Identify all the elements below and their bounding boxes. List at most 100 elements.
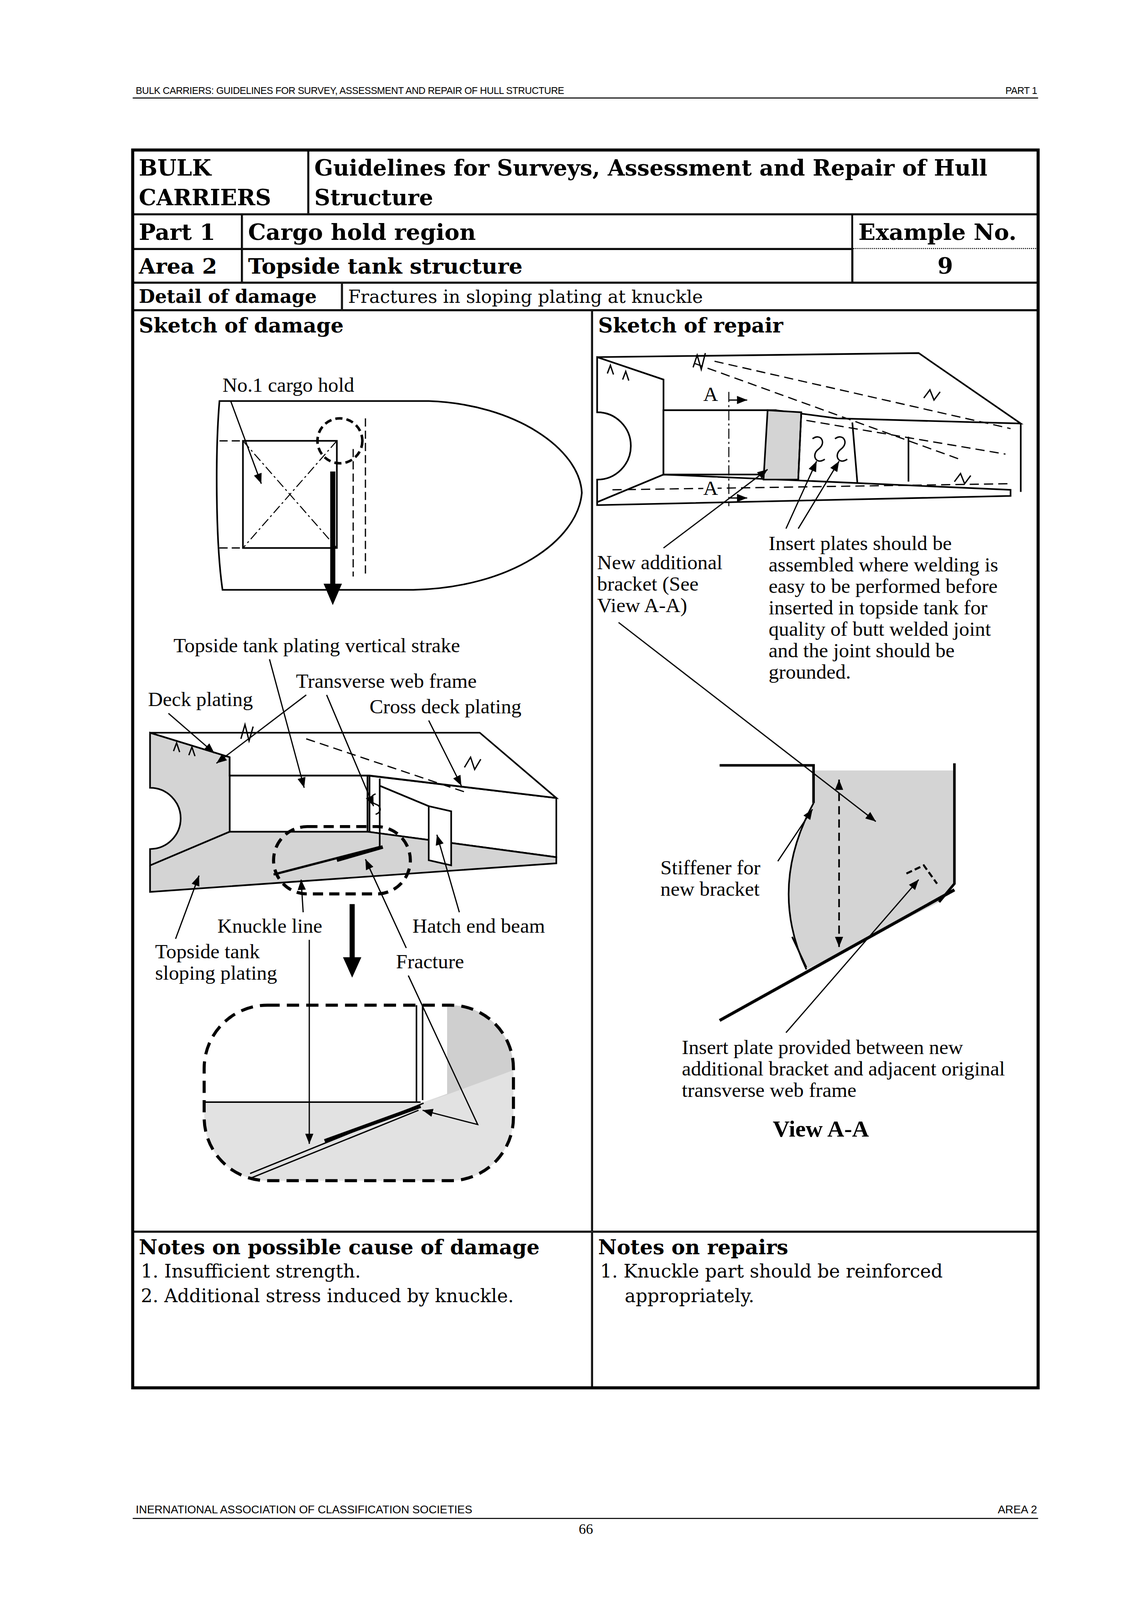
callout-label: Knuckle line bbox=[217, 915, 323, 938]
cell-text: 1. Knuckle part should be reinforced app… bbox=[598, 1259, 1032, 1309]
cell-text: Area 2 bbox=[138, 252, 236, 282]
sketch-path bbox=[788, 803, 814, 970]
sketch-path bbox=[812, 437, 848, 462]
sketch-rect bbox=[242, 441, 337, 549]
cell-text: Notes on repairs bbox=[598, 1235, 1032, 1260]
example-number-cell: 9 bbox=[852, 249, 1038, 283]
sketch-line bbox=[798, 461, 840, 529]
detail-label-cell: Detail of damage bbox=[132, 282, 343, 311]
callout-label: No.1 cargo hold bbox=[222, 374, 355, 397]
sketch-path bbox=[408, 975, 478, 1126]
sketch-path bbox=[343, 957, 362, 979]
plan-view bbox=[216, 401, 582, 605]
sketch-path bbox=[379, 786, 429, 807]
cell-text: Example No. bbox=[858, 217, 1032, 248]
sketch-path bbox=[216, 401, 582, 590]
sketch-rect bbox=[229, 775, 368, 832]
sketch-path bbox=[719, 765, 814, 804]
sketch-path bbox=[426, 1005, 514, 1103]
sketch-line bbox=[168, 713, 215, 754]
sketch-path bbox=[150, 732, 557, 798]
cell-text: Detail of damage bbox=[138, 285, 336, 309]
header-cell: Cargo hold region bbox=[241, 214, 853, 250]
callout-label: Fracture bbox=[396, 951, 464, 973]
sketch-rect bbox=[203, 1005, 514, 1182]
repair-isometric bbox=[597, 353, 1022, 507]
cell-text: 9 bbox=[858, 250, 1032, 282]
damage-isometric bbox=[150, 724, 557, 979]
title-cell: Guidelines for Surveys, Assessment and R… bbox=[308, 150, 1039, 215]
header-cell: Topside tank structure bbox=[241, 249, 853, 283]
sketch-line bbox=[437, 834, 460, 913]
sketch-line bbox=[308, 940, 311, 1145]
sketch-path bbox=[597, 357, 664, 503]
sketch-line bbox=[428, 720, 462, 787]
cell-text: Cargo hold region bbox=[248, 217, 847, 248]
sketch-path bbox=[612, 361, 1011, 490]
header-cell: BULK CARRIERS bbox=[132, 150, 309, 215]
section-mark: A bbox=[703, 383, 719, 406]
callout-label: Topside tank sloping plating bbox=[155, 941, 298, 985]
sketch-line bbox=[663, 469, 768, 548]
sketch-path bbox=[938, 763, 955, 903]
sketch-line bbox=[230, 401, 262, 484]
section-mark: A bbox=[703, 477, 719, 500]
sketch-line bbox=[838, 779, 840, 948]
cell-text: Guidelines for Surveys, Assessment and R… bbox=[314, 153, 1032, 213]
sketch-path bbox=[728, 391, 730, 507]
sketch-path bbox=[306, 739, 465, 793]
cell-text: Sketch of repair bbox=[598, 313, 1032, 339]
sketch-line bbox=[728, 399, 747, 402]
cell-text: Fractures in sloping plating at knuckle bbox=[348, 285, 1032, 309]
sketch-line bbox=[349, 904, 355, 960]
sketch-path bbox=[906, 865, 938, 884]
callout-label: Insert plates should be assembled where … bbox=[768, 532, 1014, 683]
callout-label: Deck plating bbox=[147, 688, 253, 711]
damage-leaders bbox=[168, 659, 478, 1145]
sketch-path bbox=[323, 583, 342, 606]
sketch-g bbox=[203, 1005, 514, 1182]
sketch-line bbox=[326, 695, 374, 807]
notes-panel: Notes on possible cause of damage1. Insu… bbox=[132, 1231, 593, 1388]
sketch-path bbox=[236, 1103, 424, 1182]
sketch-circle bbox=[317, 418, 363, 464]
running-header: PART 1 bbox=[1005, 84, 1038, 97]
sketch-path bbox=[336, 847, 383, 861]
sketch-path bbox=[798, 412, 802, 480]
cell-text: Notes on possible cause of damage bbox=[138, 1235, 586, 1260]
sketch-rect bbox=[132, 150, 1039, 1389]
cell-text: Part 1 bbox=[138, 217, 236, 248]
sketch-rect bbox=[663, 410, 776, 475]
sketch-line bbox=[786, 880, 919, 1034]
callout-label: Cross deck plating bbox=[369, 696, 522, 718]
callout-label: Transverse web frame bbox=[296, 670, 477, 693]
sketch-panel: Sketch of damage bbox=[132, 310, 593, 1232]
sketch-path bbox=[719, 890, 955, 1021]
sketch-path bbox=[792, 937, 807, 968]
sketch-line bbox=[330, 471, 336, 587]
sketch-line bbox=[301, 880, 303, 913]
sketch-line bbox=[132, 1518, 1039, 1520]
cell-text: 2. Additional stress induced by knuckle. bbox=[138, 1283, 586, 1309]
sketch-path bbox=[324, 1106, 421, 1142]
sketch-path bbox=[219, 418, 366, 577]
sketch-line bbox=[728, 497, 747, 499]
sketch-path bbox=[203, 1101, 421, 1104]
sketch-path bbox=[416, 1005, 423, 1103]
header-cell: Part 1 bbox=[132, 214, 242, 250]
cell-text: 1. Insufficient strength. bbox=[138, 1259, 586, 1285]
page-rules bbox=[132, 98, 1039, 1519]
sketch-path bbox=[763, 410, 802, 480]
running-header: BULK CARRIERS: GUIDELINES FOR SURVEY, AS… bbox=[135, 84, 565, 97]
sketch-rect bbox=[273, 826, 411, 895]
sketch-path bbox=[150, 831, 557, 892]
sketch-path bbox=[369, 775, 380, 848]
callout-label: Topside tank plating vertical strake bbox=[173, 635, 460, 657]
sketch-line bbox=[132, 97, 1039, 99]
header-cell: Area 2 bbox=[132, 249, 242, 283]
callout-label: Stiffener for new bracket bbox=[660, 857, 776, 901]
sketch-line bbox=[365, 859, 407, 949]
sketch-line bbox=[777, 809, 813, 862]
view-label: View A-A bbox=[772, 1116, 870, 1143]
sketch-line bbox=[786, 461, 817, 529]
